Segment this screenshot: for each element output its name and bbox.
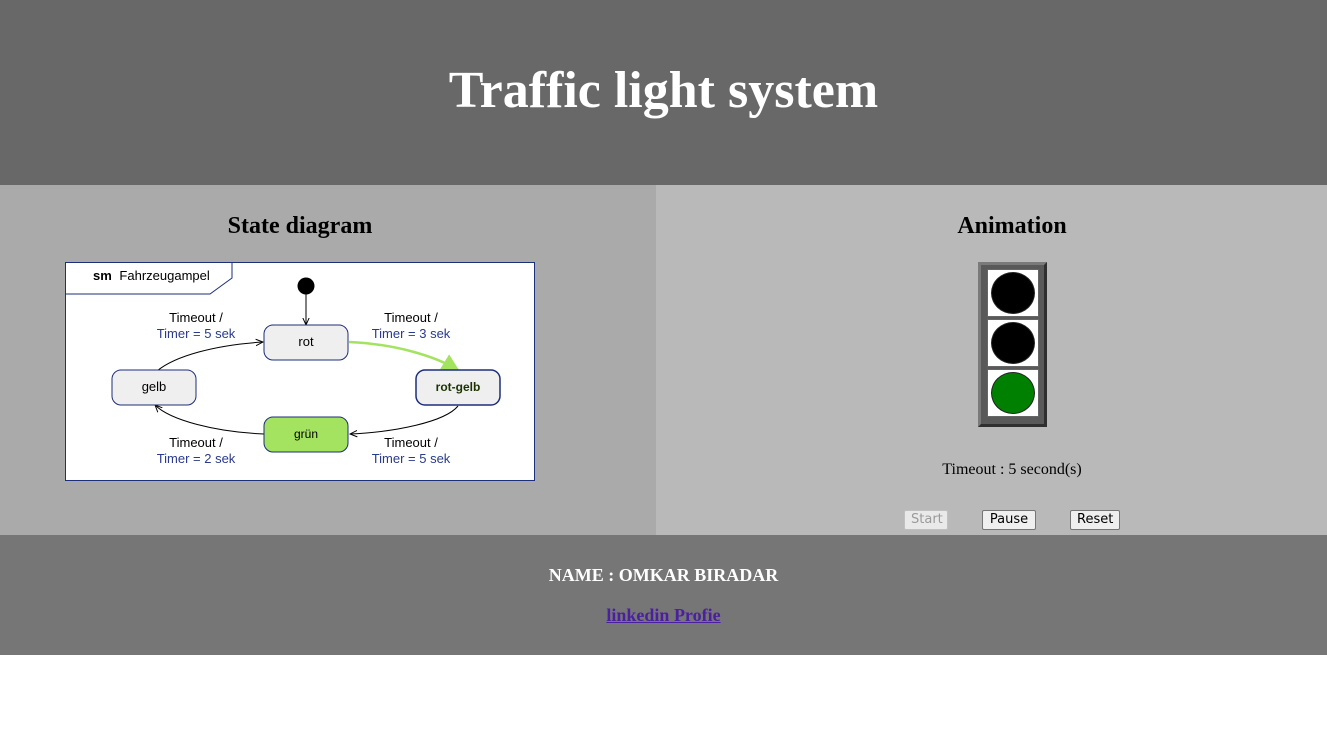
red-light-icon [991, 272, 1035, 314]
svg-text:sm Fahrzeugampel: sm Fahrzeugampel [93, 268, 210, 283]
state-diagram-title: State diagram [227, 213, 373, 239]
red-lamp [987, 269, 1039, 317]
transition-gelb-rot-action: Timer = 5 sek [157, 326, 236, 341]
state-gruen-label: grün [294, 427, 318, 441]
state-diagram: sm Fahrzeugampel rot rot-gelb grün gelb … [65, 262, 535, 481]
reset-button[interactable]: Reset [1070, 510, 1120, 530]
initial-state-icon [297, 277, 315, 295]
transition-rot-rotgelb-event: Timeout / [384, 310, 438, 325]
timeout-text: Timeout : 5 second(s) [942, 461, 1082, 478]
transition-rotgelb-gruen-event: Timeout / [384, 435, 438, 450]
linkedin-link[interactable]: linkedin Profie [606, 605, 721, 625]
transition-rotgelb-gruen-action: Timer = 5 sek [372, 451, 451, 466]
yellow-lamp [987, 319, 1039, 367]
author-name: NAME : OMKAR BIRADAR [548, 565, 779, 585]
transition-gruen-gelb-action: Timer = 2 sek [157, 451, 236, 466]
transition-gruen-gelb-event: Timeout / [169, 435, 223, 450]
page-footer: NAME : OMKAR BIRADAR linkedin Profie [0, 535, 1327, 655]
transition-gelb-rot-event: Timeout / [169, 310, 223, 325]
traffic-light [978, 262, 1047, 427]
transition-gelb-rot [156, 342, 263, 372]
state-gelb-label: gelb [142, 379, 167, 394]
start-button[interactable]: Start [904, 510, 948, 530]
transition-rotgelb-gruen [350, 405, 459, 434]
pause-button[interactable]: Pause [982, 510, 1036, 530]
frame-name: Fahrzeugampel [119, 268, 209, 283]
state-diagram-panel: State diagram sm Fahrzeugampel [0, 185, 656, 535]
animation-title: Animation [957, 213, 1067, 239]
green-light-icon [991, 372, 1035, 414]
transition-rot-rotgelb-action: Timer = 3 sek [372, 326, 451, 341]
state-gelb [111, 369, 197, 406]
page-title: Traffic light system [448, 62, 879, 119]
state-rot-gelb [415, 369, 501, 406]
page-header: Traffic light system [0, 0, 1327, 185]
state-gruen [263, 416, 349, 453]
state-rot-gelb-label: rot-gelb [436, 380, 481, 394]
frame-tab [65, 262, 233, 295]
transition-rot-rotgelb [348, 340, 460, 372]
frame-keyword: sm [93, 268, 112, 283]
animation-panel: Animation Timeout : 5 second(s) Start Pa… [656, 185, 1327, 535]
green-lamp [987, 369, 1039, 417]
yellow-light-icon [991, 322, 1035, 364]
state-rot [263, 324, 349, 361]
main-content: State diagram sm Fahrzeugampel [0, 185, 1327, 535]
state-rot-label: rot [298, 334, 314, 349]
transition-gruen-gelb [155, 405, 265, 435]
